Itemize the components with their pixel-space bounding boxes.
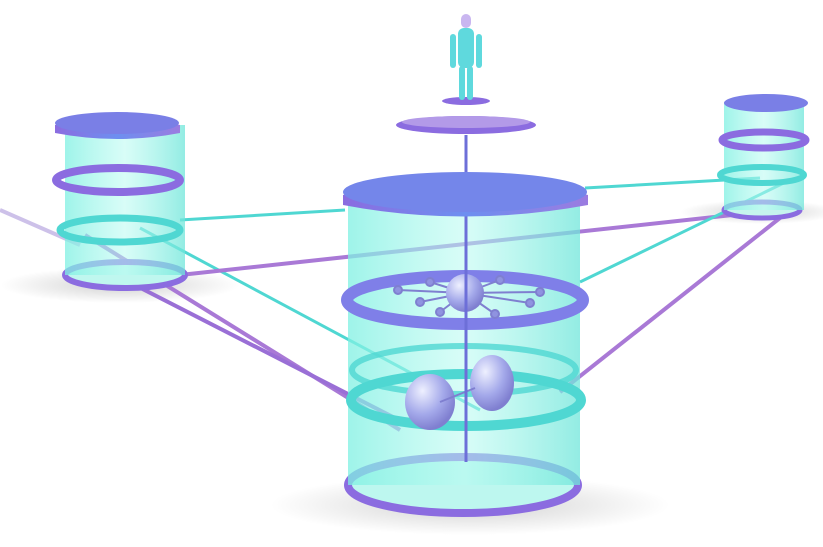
- person-figure-icon: [450, 14, 482, 100]
- center-tank: [341, 135, 589, 517]
- person-platform: [396, 97, 536, 134]
- right-tank: [717, 94, 810, 221]
- split-sphere-icon: [405, 355, 514, 430]
- left-tank: [52, 112, 188, 291]
